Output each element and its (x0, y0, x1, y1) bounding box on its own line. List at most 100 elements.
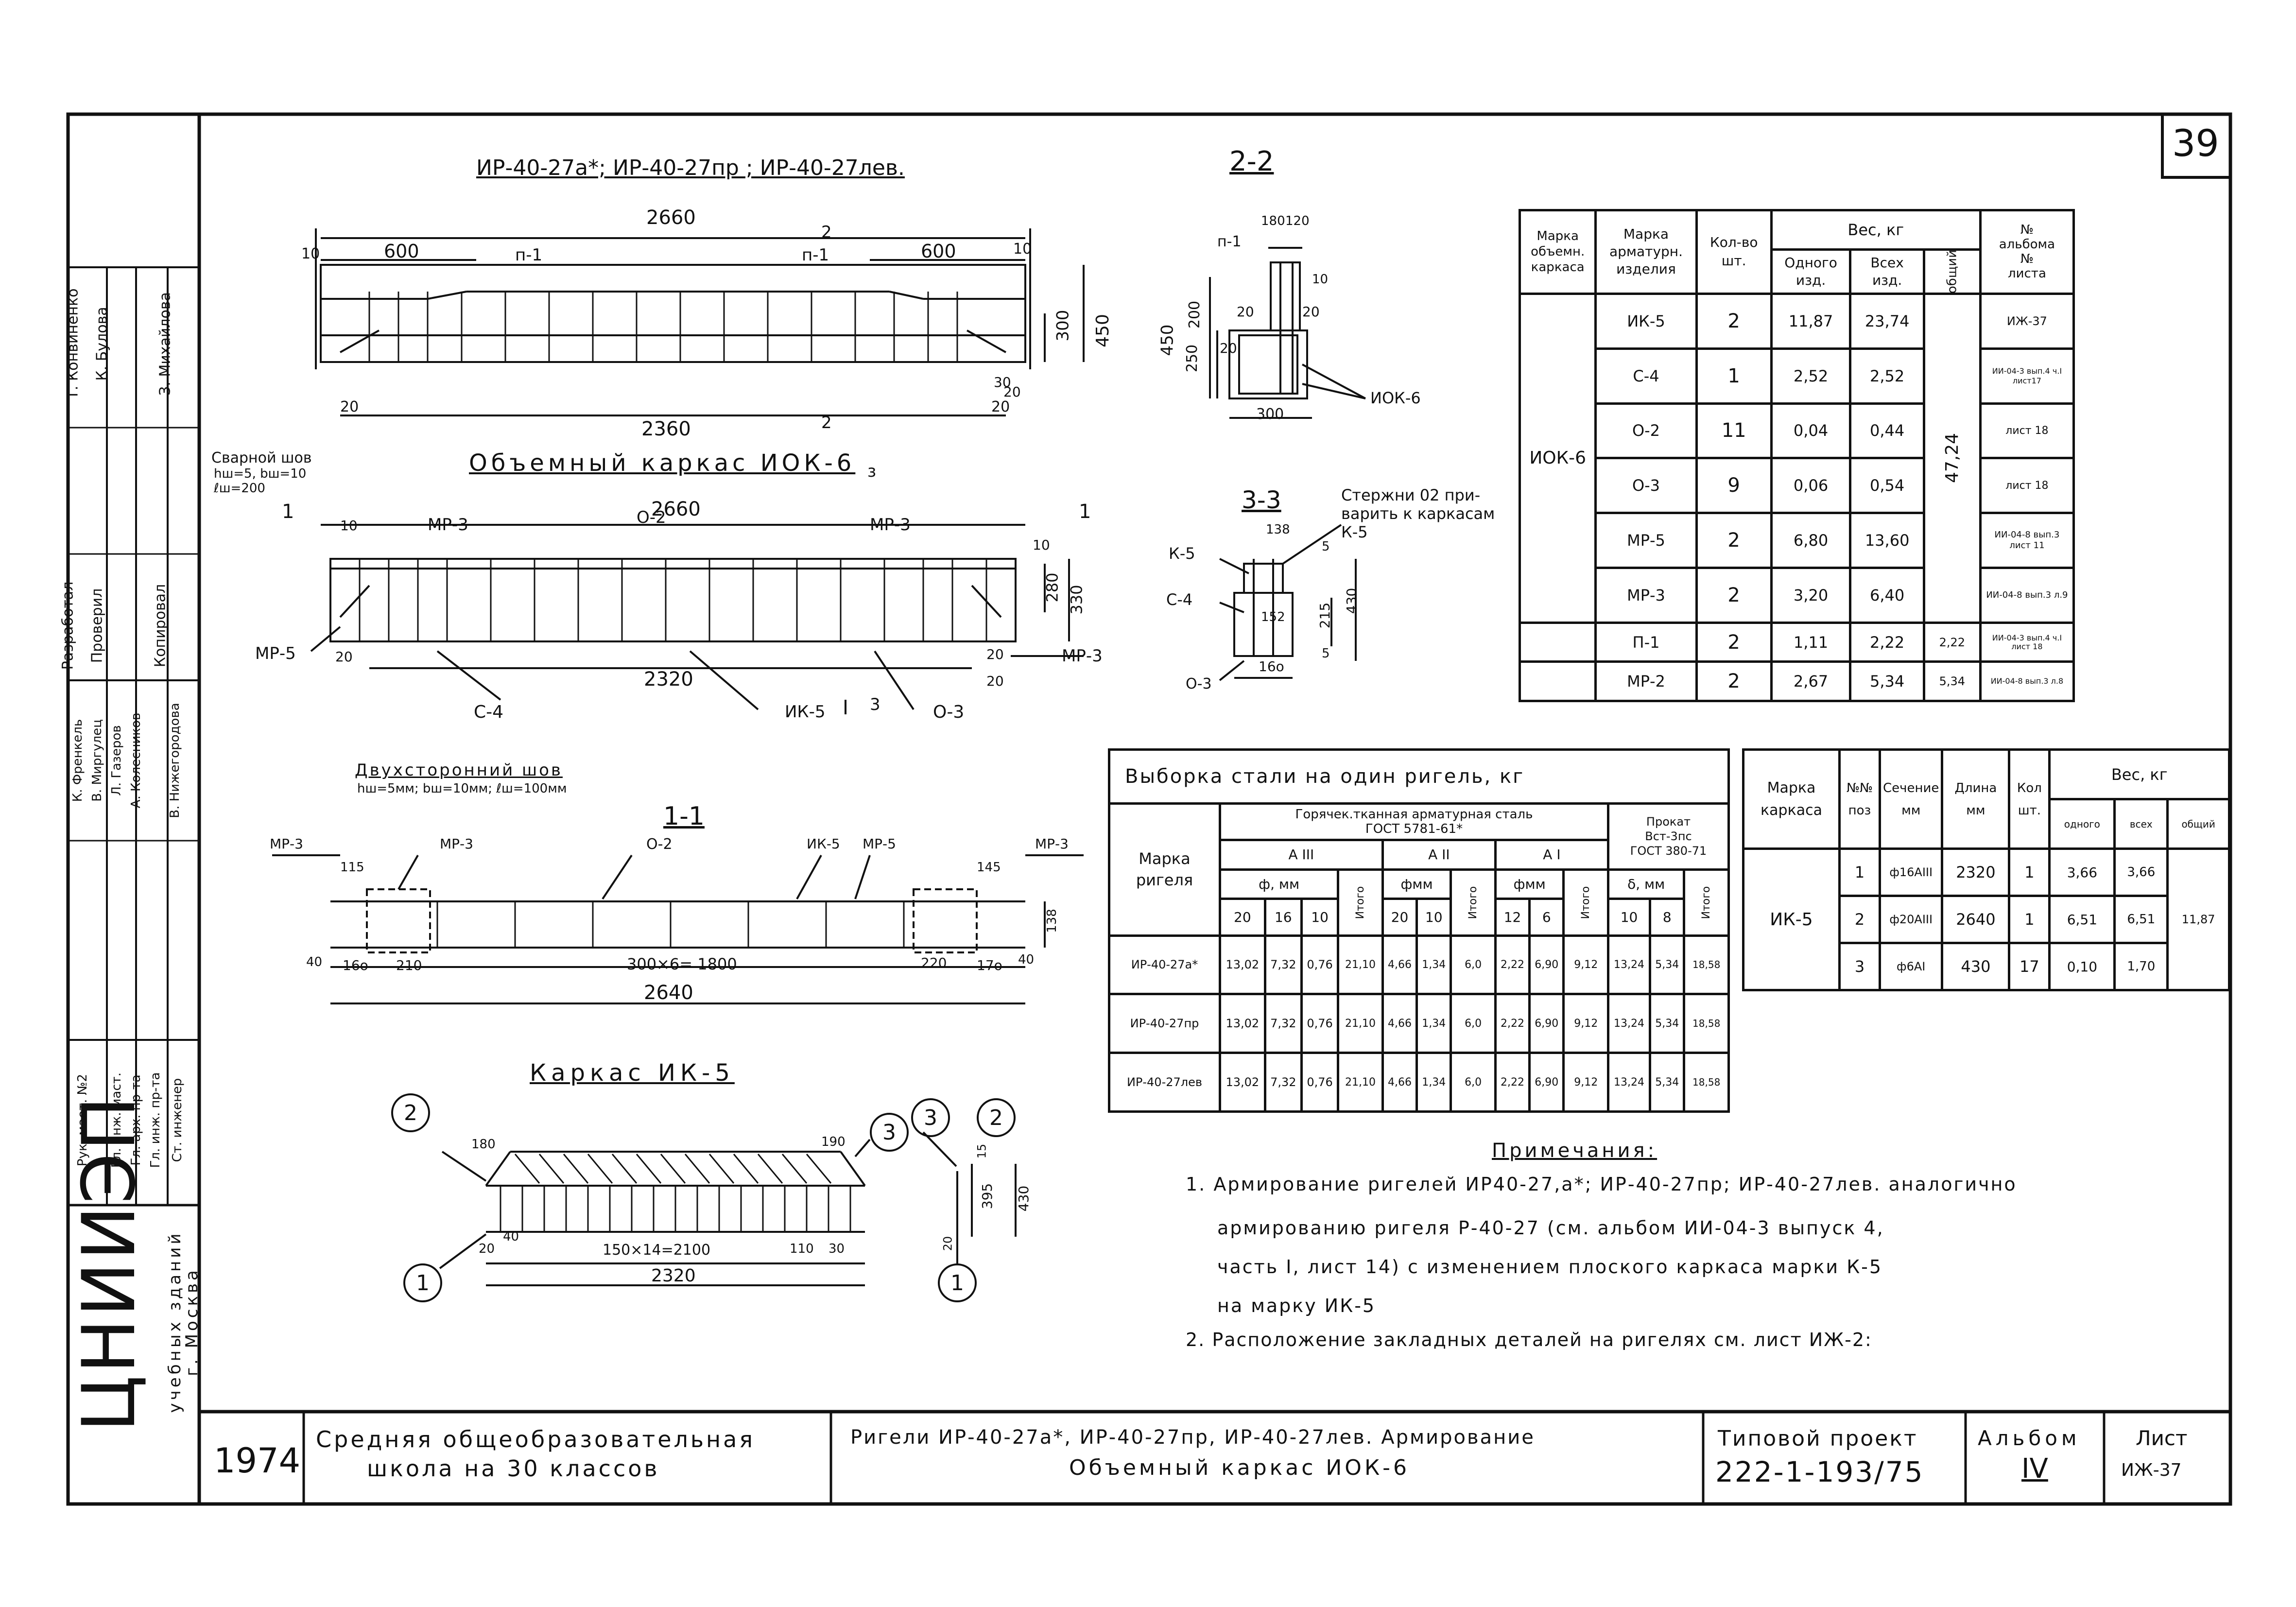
elev-cut-2b: 2 (821, 413, 832, 432)
ik-cell-qty: 1 (2008, 847, 2051, 898)
ik-head-qty-1: Кол (2017, 780, 2042, 795)
s33-dim-138: 138 (1266, 522, 1290, 537)
ik5-dim-total: 2320 (651, 1266, 696, 1286)
st-cell: 4,66 (1381, 993, 1418, 1054)
steel-table-row: ИР-40-27а* 13,02 7,32 0,76 21,10 4,66 1,… (1108, 934, 1730, 996)
st-head-mark-1: Марка (1139, 849, 1191, 868)
ik-cell-one: 3,66 (2048, 847, 2116, 898)
st-head-c20b: 20 (1381, 898, 1418, 937)
ik-cell-section: ф16АIII (1878, 847, 1944, 898)
notes-line-1: 1. Армирование ригелей ИР40-27,а*; ИР-40… (1186, 1174, 2017, 1195)
s33-label-o3: О-3 (1186, 675, 1212, 692)
wt-row-one: 11,87 (1770, 292, 1852, 350)
st-cell: 1,34 (1416, 934, 1452, 996)
ik-head-all: всех (2113, 798, 2169, 850)
wt-row-qty: 9 (1695, 457, 1773, 515)
wt-row-one: 2,67 (1770, 660, 1852, 702)
side-role-2: Гл. инж. маст. (109, 1072, 124, 1168)
ik-cell-qty: 17 (2008, 942, 2051, 991)
ik-cell-section: ф6АI (1878, 942, 1944, 991)
ik5-callout-2a: 2 (404, 1101, 417, 1125)
ik-head-qty: Кол шт. (2008, 748, 2051, 850)
title-flat-frame: Каркас ИК-5 (530, 1059, 735, 1087)
wt-row-qty: 2 (1695, 512, 1773, 569)
wt-row-item: О-3 (1594, 457, 1698, 515)
ik-head-section-2: мм (1901, 803, 1921, 818)
st-head-delta: δ, мм (1606, 868, 1686, 900)
st-cell: 7,32 (1263, 934, 1303, 996)
wt-head-mark-item-1: Марка (1623, 226, 1669, 242)
wt-row-item: МР-5 (1594, 512, 1698, 569)
st-head-c10: 10 (1300, 898, 1340, 937)
side-name-4: А. Колесников (129, 712, 143, 809)
wt-head-total-text: общий (1945, 249, 1960, 294)
wt-head-weight: Вес, кг (1770, 209, 1982, 251)
wt-frame-mark: ИОК-6 (1518, 292, 1597, 624)
elev-dim-20a: 20 (340, 398, 359, 415)
side-name2-3: З. Михайлова (156, 292, 174, 396)
side-role2-3: Копировал (152, 584, 169, 668)
s11-dim-138: 138 (1044, 909, 1059, 933)
wt-row-album: лист 18 (1979, 402, 2075, 460)
ik5-dim-30: 30 (829, 1242, 845, 1256)
stamp-project-1: Средняя общеобразовательная (316, 1426, 755, 1452)
s11-label-mp5: МР-5 (863, 836, 896, 852)
st-cell: 9,12 (1562, 993, 1609, 1054)
ik-table-row: ИК-5 1 ф16АIII 2320 1 3,66 3,66 11,87 (1742, 847, 2230, 991)
elev-dim-left: 600 (384, 241, 419, 262)
wt-head-mark-frame-3: каркаса (1531, 260, 1585, 275)
title-frame-sub: з (867, 462, 877, 481)
ik-head-pos: №№ поз (1838, 748, 1881, 850)
s22-dim-20b: 20 (1302, 304, 1320, 320)
s11-dim-40a: 40 (306, 955, 323, 969)
wt-row-qty: 2 (1695, 566, 1773, 624)
st-head-rolled-2: Вст-3пс (1645, 829, 1692, 844)
wt-head-all-1: Всех (1870, 254, 1904, 271)
s11-dim-160: 16о (343, 957, 368, 973)
ik-cell-pos: 3 (1838, 942, 1881, 991)
stamp-sheet-value: ИЖ-37 (2121, 1460, 2182, 1480)
wt-head-mark-item-2: арматурн. (1609, 243, 1683, 260)
st-cell: 13,24 (1606, 1052, 1652, 1113)
st-cell: 13,24 (1606, 993, 1652, 1054)
wt-row-qty: 2 (1695, 621, 1773, 663)
elev-dim-30: 30 (994, 374, 1011, 390)
steel-table-row: ИР-40-27лев 13,02 7,32 0,76 21,10 4,66 1… (1108, 1052, 1730, 1113)
frame-dim-20c: 20 (986, 673, 1004, 689)
ik-head-one: одного (2048, 798, 2116, 850)
st-head-c6: 6 (1528, 898, 1565, 937)
elev-dim-bottom: 2360 (641, 418, 691, 440)
st-cell: 1,34 (1416, 993, 1452, 1054)
st-cell: 18,58 (1683, 993, 1730, 1054)
st-head-itogo-aiii: Итого (1337, 868, 1384, 937)
elev-dim-20c: 20 (1003, 384, 1021, 400)
st-head-c20: 20 (1219, 898, 1266, 937)
st-cell: 18,58 (1683, 934, 1730, 996)
ik-head-pos-1: №№ (1846, 780, 1873, 795)
st-head-itogo-ai: Итого (1562, 868, 1609, 937)
wt-row-qty: 2 (1695, 292, 1773, 350)
st-head-rolled-3: ГОСТ 380-71 (1630, 844, 1707, 858)
ik-cell-one: 0,10 (2048, 942, 2116, 991)
s11-label-o2: О-2 (646, 836, 673, 853)
ik-cell-all: 1,70 (2113, 942, 2169, 991)
steel-table-title: Выборка стали на один ригель, кг (1108, 748, 1730, 805)
st-cell: 7,32 (1263, 993, 1303, 1054)
side-name-5: В. Нижегородова (168, 703, 182, 818)
ik5-side-15: 15 (975, 1143, 989, 1159)
wt-row-qty: 1 (1695, 347, 1773, 405)
st-cell: 1,34 (1416, 1052, 1452, 1113)
steel-table-row: ИР-40-27пр 13,02 7,32 0,76 21,10 4,66 1,… (1108, 993, 1730, 1054)
ik5-dim-180: 180 (471, 1137, 496, 1152)
st-head-itogo-aii-text: Итого (1467, 886, 1480, 919)
ik-table-row: 2 ф20АIII 2640 1 6,51 6,51 (1744, 895, 2229, 944)
wt-row-item: П-1 (1594, 621, 1698, 663)
org-sub-2: г. Москва (182, 1267, 202, 1376)
ik-cell-length: 430 (1941, 942, 2011, 991)
wt-head-one: Одного изд. (1770, 248, 1852, 295)
s22-label-p1: п-1 (1217, 233, 1242, 250)
sheet-number: 39 (2172, 121, 2219, 165)
st-cell: 6,90 (1528, 993, 1565, 1054)
s22-dim-250: 250 (1184, 344, 1201, 373)
ik-head-section-1: Сечение (1883, 780, 1939, 795)
